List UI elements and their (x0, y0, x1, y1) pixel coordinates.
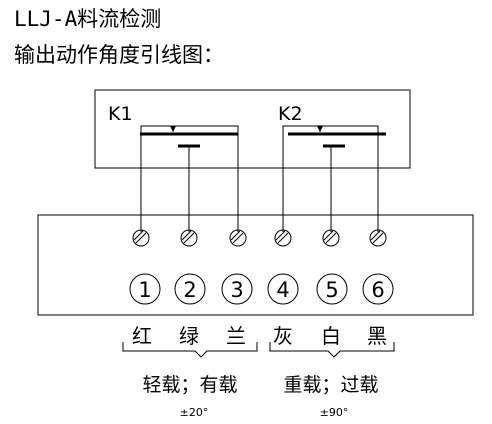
group-bracket-left (122, 342, 258, 358)
screw-icon (274, 229, 292, 247)
terminal-4: 4 (267, 273, 299, 305)
group-bracket-right (269, 342, 395, 358)
relay-k2-label: K2 (278, 103, 303, 125)
terminal-number: 2 (183, 278, 196, 302)
relay-k2-contact (282, 125, 386, 232)
relay-housing (94, 89, 411, 169)
relay-k1-label: K1 (108, 103, 133, 125)
wire-color-label: 兰 (226, 324, 246, 348)
terminal-6: 6 (362, 273, 394, 305)
wire-color-label: 黑 (367, 324, 387, 348)
screw-icon (369, 229, 387, 247)
screw-icon (132, 229, 150, 247)
terminal-number: 4 (276, 278, 289, 302)
group-right-label: 重载；过载 (283, 374, 378, 396)
terminal-5: 5 (316, 273, 348, 305)
terminal-3: 3 (221, 273, 253, 305)
relay-k1-contact (140, 125, 239, 232)
terminal-number: 3 (230, 278, 243, 302)
terminal-number: 1 (138, 278, 151, 302)
wire-color-label: 绿 (179, 324, 199, 348)
diagram-title: LLJ-A料流检测 (14, 7, 161, 31)
wire-color-label: 灰 (273, 324, 293, 348)
screw-icon (322, 229, 340, 247)
group-left-label: 轻载；有载 (142, 374, 237, 396)
terminal-2: 2 (174, 273, 206, 305)
terminal-number: 5 (325, 278, 338, 302)
terminal-1: 1 (129, 273, 161, 305)
diagram-subtitle: 输出动作角度引线图： (14, 43, 224, 67)
terminal-block (37, 214, 474, 316)
screw-icon (229, 229, 247, 247)
group-left-angle: ±20° (180, 406, 209, 419)
wire-color-label: 白 (321, 324, 341, 348)
screw-row (132, 229, 387, 247)
screw-icon (180, 229, 198, 247)
wire-color-label: 红 (132, 324, 152, 348)
terminal-number: 6 (371, 278, 384, 302)
group-right-angle: ±90° (320, 406, 349, 419)
